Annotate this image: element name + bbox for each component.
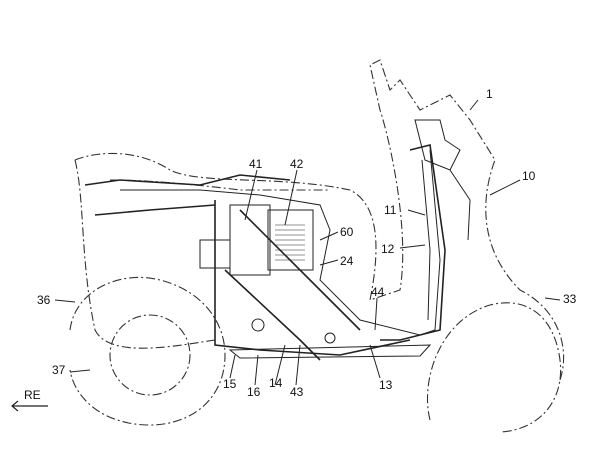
rear-wheel	[69, 276, 226, 426]
label-11: 11	[384, 203, 397, 217]
body-outline	[74, 59, 565, 381]
label-14: 14	[269, 376, 283, 390]
label-12: 12	[381, 242, 395, 256]
label-1: 1	[486, 87, 493, 101]
front-wheel	[426, 302, 562, 433]
label-15: 15	[223, 377, 237, 391]
direction-arrow	[11, 400, 48, 412]
main-frame	[84, 174, 291, 186]
label-16: 16	[247, 385, 261, 399]
label-13: 13	[379, 378, 393, 392]
label-10: 10	[522, 169, 536, 183]
component-box-41	[229, 204, 271, 276]
label-42: 42	[290, 157, 304, 171]
direction-label: RE	[24, 388, 41, 402]
label-33: 33	[563, 292, 577, 306]
label-41: 41	[249, 157, 263, 171]
label-37: 37	[52, 363, 66, 377]
wire-harness	[120, 149, 441, 336]
label-36: 36	[37, 293, 51, 307]
relay-box	[199, 239, 231, 269]
label-43: 43	[290, 385, 304, 399]
label-44: 44	[371, 285, 385, 299]
component-box-42	[267, 209, 314, 271]
label-60: 60	[340, 225, 354, 239]
label-24: 24	[340, 254, 354, 268]
front-frame	[380, 144, 446, 341]
